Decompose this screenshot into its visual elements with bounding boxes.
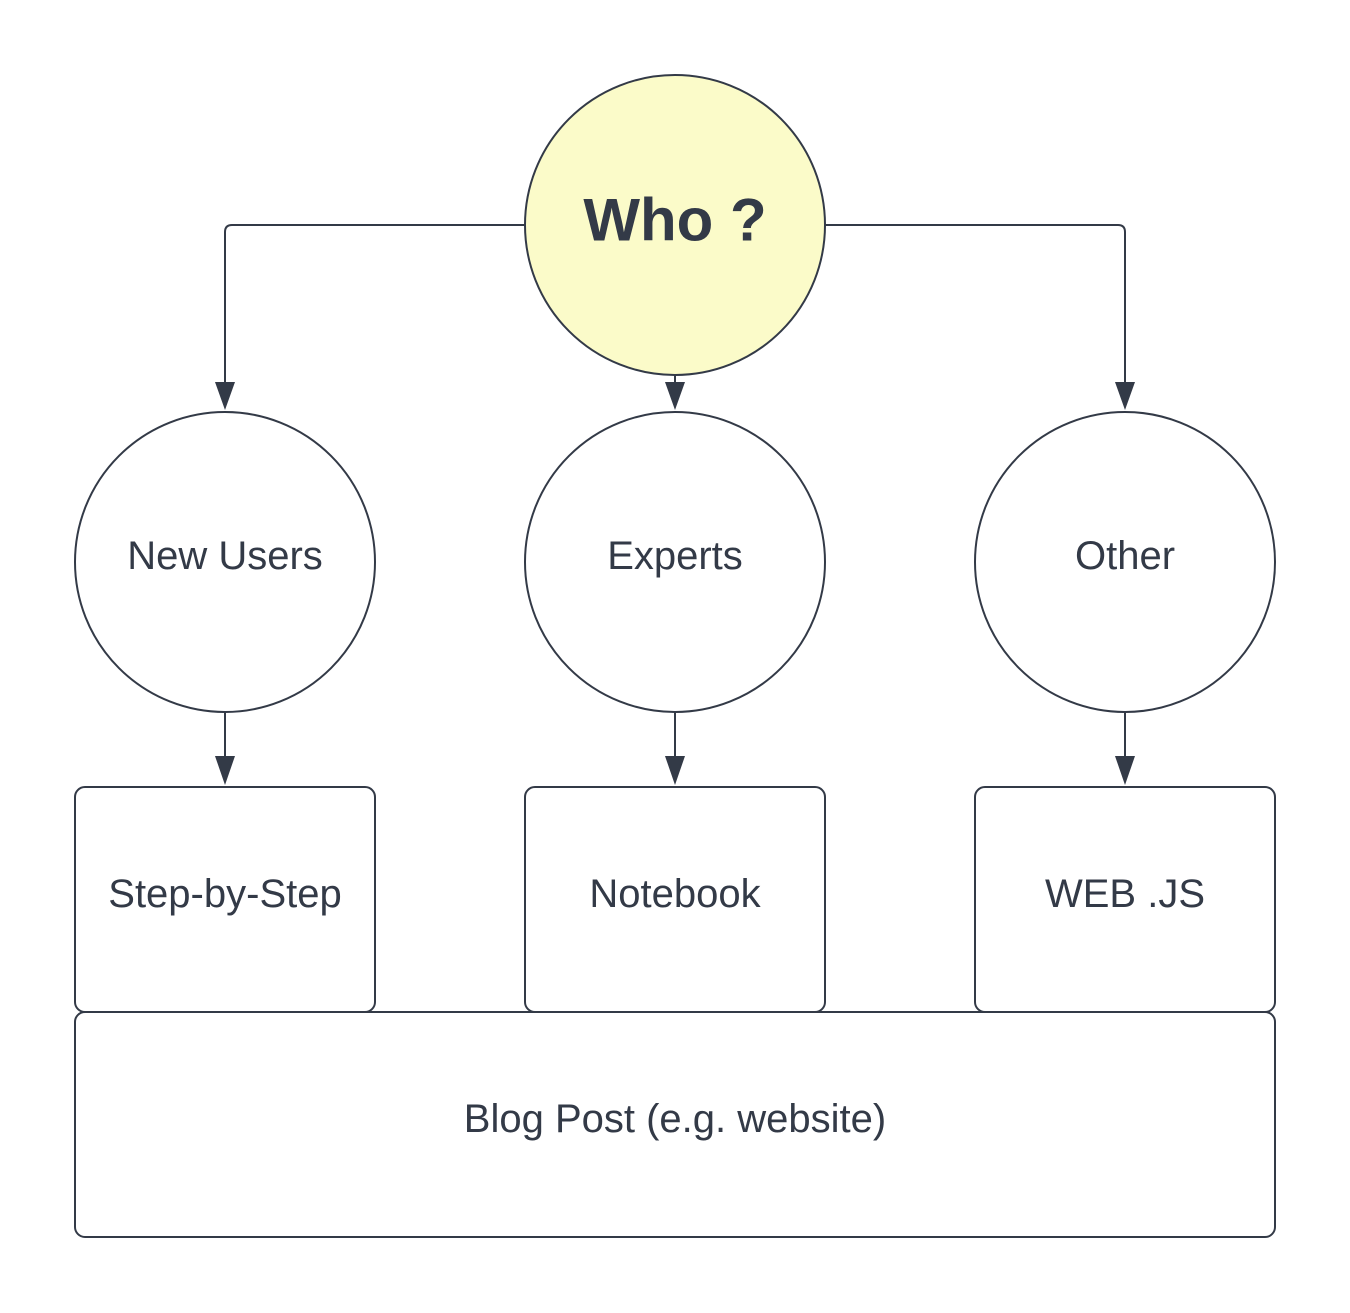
- foundation-box-rect: [74, 1011, 1276, 1238]
- audience-node-circle: [524, 411, 826, 713]
- format-box-web-js[interactable]: WEB .JS: [974, 786, 1276, 1013]
- audience-node-other[interactable]: Other: [974, 411, 1276, 713]
- root-node-label: Who ?: [583, 187, 766, 254]
- format-box-label: Step-by-Step: [108, 872, 341, 916]
- audience-node-label: New Users: [127, 534, 323, 578]
- audience-node-experts[interactable]: Experts: [524, 411, 826, 713]
- connector-root-to-new-users: [224, 224, 525, 386]
- connector-root-to-other: [825, 224, 1126, 386]
- arrowhead-experts: [665, 382, 685, 410]
- arrowhead-notebook: [665, 756, 685, 785]
- root-node-circle: [524, 74, 826, 376]
- format-box-notebook[interactable]: Notebook: [524, 786, 826, 1013]
- audience-node-label: Experts: [607, 534, 743, 578]
- audience-node-circle: [974, 411, 1276, 713]
- foundation-box-blog-post[interactable]: Blog Post (e.g. website): [74, 1011, 1276, 1238]
- root-node[interactable]: Who ?: [524, 74, 826, 376]
- format-box-step-by-step[interactable]: Step-by-Step: [74, 786, 376, 1013]
- arrowhead-new-users: [215, 382, 235, 410]
- audience-node-new-users[interactable]: New Users: [74, 411, 376, 713]
- audience-node-label: Other: [1075, 534, 1175, 578]
- audience-node-circle: [74, 411, 376, 713]
- arrowhead-other: [1115, 382, 1135, 410]
- foundation-box-label: Blog Post (e.g. website): [464, 1097, 886, 1141]
- format-box-label: WEB .JS: [1045, 872, 1205, 916]
- arrowhead-step-by-step: [215, 756, 235, 785]
- arrowhead-web-js: [1115, 756, 1135, 785]
- format-box-label: Notebook: [589, 872, 761, 916]
